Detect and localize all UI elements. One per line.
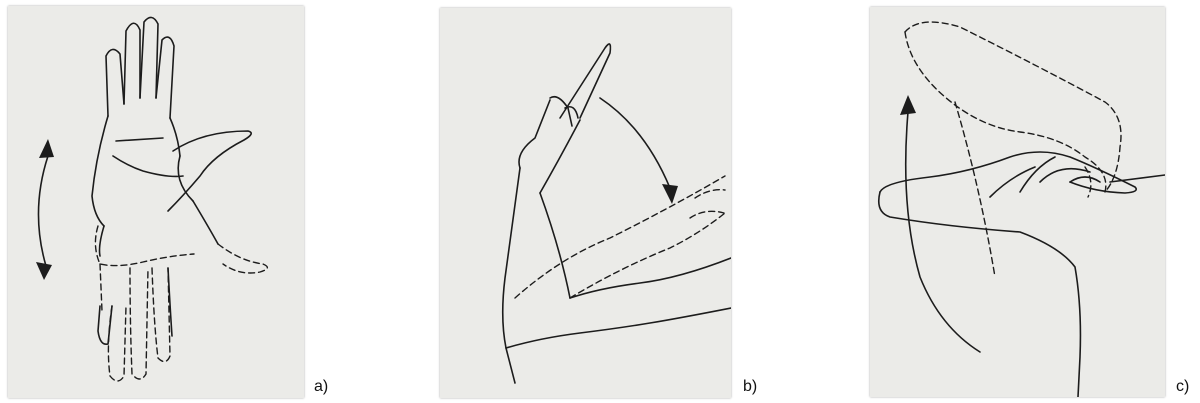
panel-label-b: b) [743, 378, 757, 396]
hand-deviation-drawing [8, 6, 304, 398]
arrow-head-down [662, 184, 678, 204]
figure-panel-c [870, 7, 1165, 397]
abduction-arrow-line [906, 112, 980, 352]
figure-panel-b [440, 8, 731, 398]
figure-panel-a [8, 6, 304, 398]
panel-label-c: c) [1176, 378, 1189, 396]
elbow-flexion-drawing [440, 8, 731, 398]
arrow-head-up [900, 95, 916, 115]
double-arrow-line [38, 156, 48, 266]
flexion-arrow-line [600, 98, 670, 188]
arrow-head-down [36, 262, 52, 280]
shoulder-abduction-drawing [870, 7, 1165, 397]
arrow-head-up [39, 139, 54, 158]
panel-label-a: a) [314, 378, 328, 396]
